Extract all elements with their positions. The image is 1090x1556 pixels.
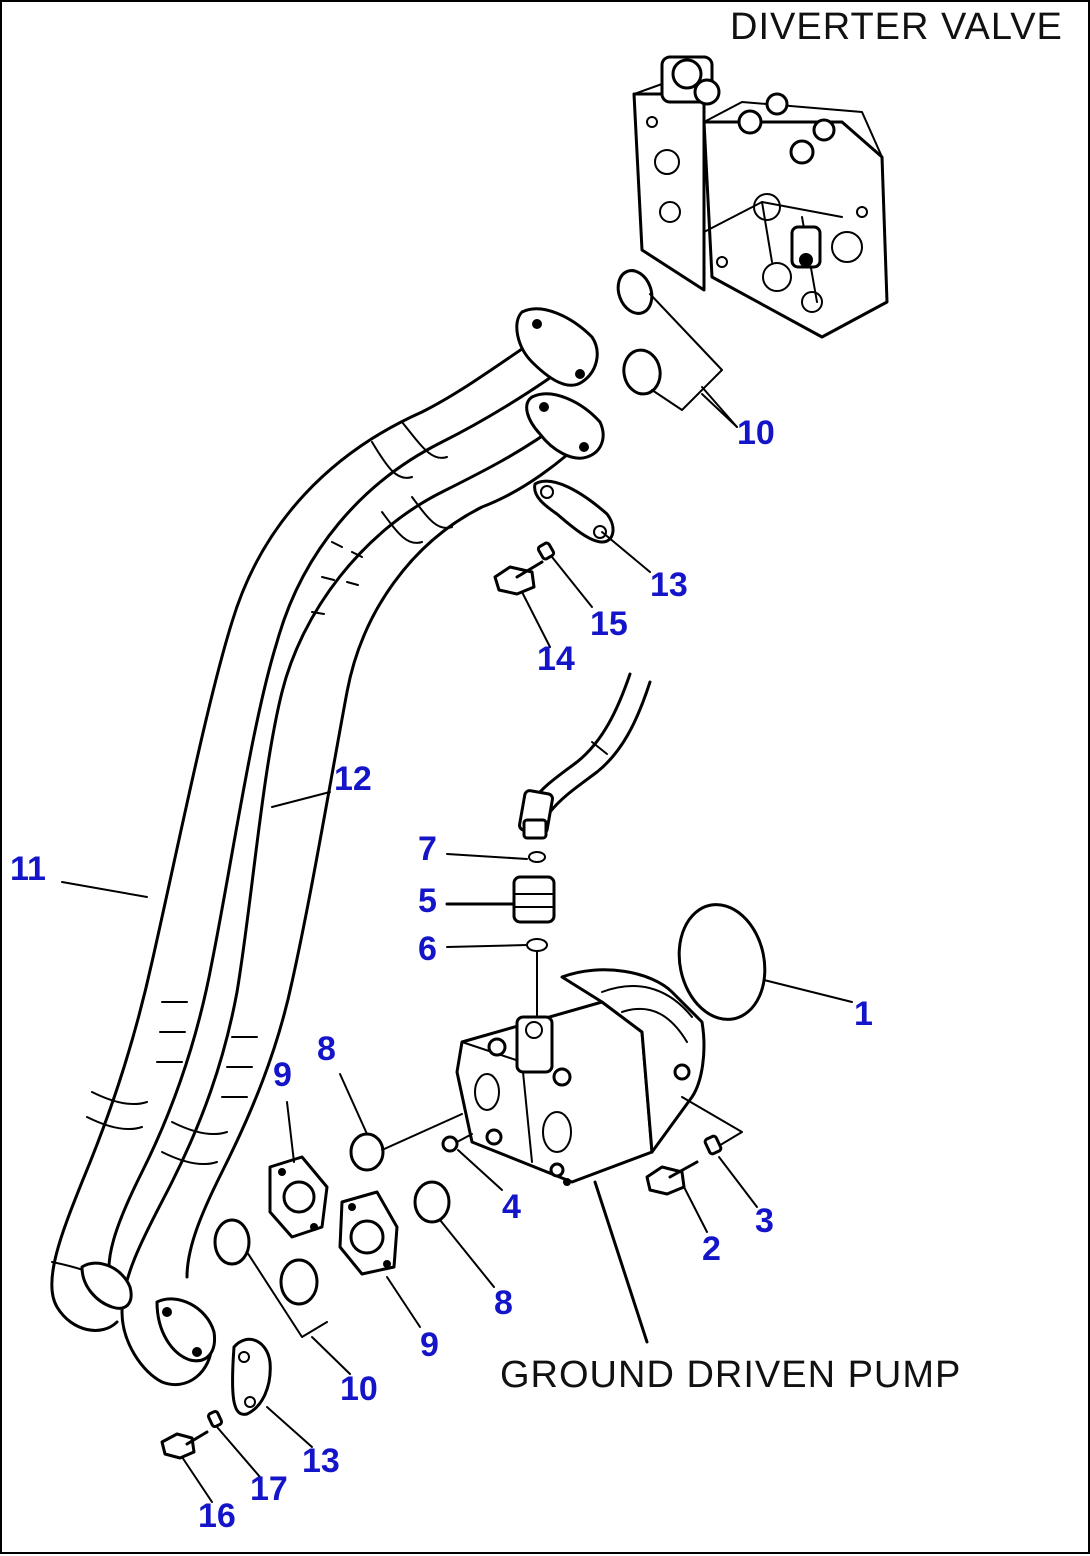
callout-9-lower: 9: [420, 1326, 439, 1364]
callout-2: 2: [702, 1230, 721, 1268]
callout-15: 15: [590, 605, 628, 643]
callout-13-upper: 13: [650, 566, 688, 604]
hose-12: [120, 420, 594, 1387]
callout-8-upper: 8: [317, 1030, 336, 1068]
sensor-tube: [518, 672, 652, 840]
callout-13-lower: 13: [302, 1442, 340, 1480]
hose-upper-flanges: [515, 307, 605, 460]
callout-4: 4: [502, 1188, 521, 1226]
o-ring-8-lower: [413, 1180, 451, 1224]
callout-12: 12: [334, 760, 372, 798]
o-ring-1: [677, 903, 767, 1021]
hose-11: [50, 330, 574, 1332]
o-ring-8-upper: [349, 1132, 385, 1172]
callout-5: 5: [418, 882, 437, 920]
callout-14: 14: [537, 640, 575, 678]
callout-10-lower: 10: [340, 1370, 378, 1408]
callout-10-upper: 10: [737, 414, 775, 452]
leader-lines: [61, 393, 853, 1503]
o-ring-7: [528, 851, 546, 863]
callout-6: 6: [418, 930, 437, 968]
flange-9-left: [268, 1155, 329, 1239]
callout-3: 3: [755, 1202, 774, 1240]
o-ring-6: [526, 938, 548, 952]
fitting-5: [512, 875, 556, 924]
callout-17: 17: [250, 1470, 288, 1508]
ground-driven-pump-title: GROUND DRIVEN PUMP: [500, 1354, 962, 1396]
callout-16: 16: [198, 1497, 236, 1535]
callout-9-upper: 9: [273, 1056, 292, 1094]
callout-11: 11: [10, 850, 46, 888]
assembly-line-pump: [681, 1096, 743, 1148]
callout-7: 7: [418, 830, 437, 868]
bolt-14-washer-15: [493, 541, 556, 596]
o-ring-lower-pair: [213, 1218, 328, 1338]
o-ring-upper-pair: [616, 269, 738, 428]
bolt-4: [441, 1133, 473, 1153]
split-flange-lower: [231, 1337, 272, 1416]
hose-lower-flanges: [80, 1261, 217, 1363]
bolt-2-washer-3: [645, 1134, 723, 1196]
callout-1: 1: [854, 995, 873, 1033]
callout-8-lower: 8: [494, 1284, 513, 1322]
diverter-valve-title: DIVERTER VALVE: [730, 6, 1063, 48]
bolt-16-washer-17: [160, 1410, 224, 1460]
flange-9-right: [338, 1190, 399, 1276]
split-flange-upper: [533, 479, 615, 544]
diverter-valve: [632, 55, 889, 339]
assembly-line-8: [381, 1113, 463, 1151]
ground-driven-pump: [455, 968, 706, 1186]
